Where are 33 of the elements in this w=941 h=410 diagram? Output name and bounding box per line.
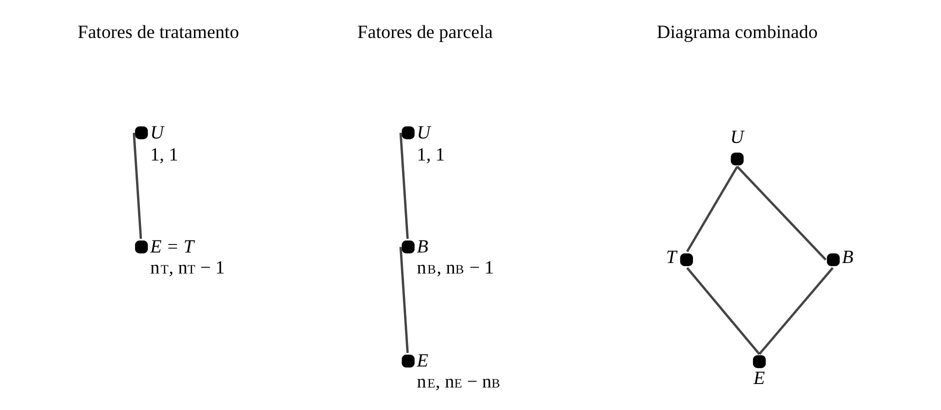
node-circle [135, 126, 148, 140]
connector [736, 166, 827, 261]
node-circle [752, 355, 766, 368]
node-circle [402, 354, 415, 368]
node-label: U [416, 122, 430, 144]
node-label: 1, 1 [416, 144, 445, 166]
connector [399, 132, 409, 239]
node-circle [680, 253, 693, 266]
node-label: nE, nE − nB [416, 372, 500, 393]
node-label: E [416, 350, 428, 372]
connector [132, 132, 142, 239]
node-circle [402, 240, 415, 254]
connector [686, 267, 760, 355]
node-circle [826, 253, 840, 266]
node-label: B [842, 247, 854, 268]
connector [758, 267, 834, 355]
node-label: U [730, 127, 744, 148]
connector [686, 166, 738, 252]
label: Diagrama combinado [656, 22, 818, 44]
node-circle [730, 152, 744, 166]
node-label: E [754, 368, 765, 390]
label: Fatores de parcela [357, 22, 493, 44]
label: Fatores de tratamento [78, 22, 240, 44]
node-circle [135, 240, 148, 254]
node-label: T [666, 247, 677, 268]
node-label: 1, 1 [150, 144, 178, 166]
node-label: B [416, 236, 428, 258]
node-label: nT, nT − 1 [150, 257, 225, 278]
connector [399, 246, 409, 353]
node-label: U [150, 122, 164, 144]
node-label: nB, nB − 1 [416, 257, 494, 278]
node-label: E = T [150, 236, 194, 258]
node-circle [402, 126, 415, 140]
